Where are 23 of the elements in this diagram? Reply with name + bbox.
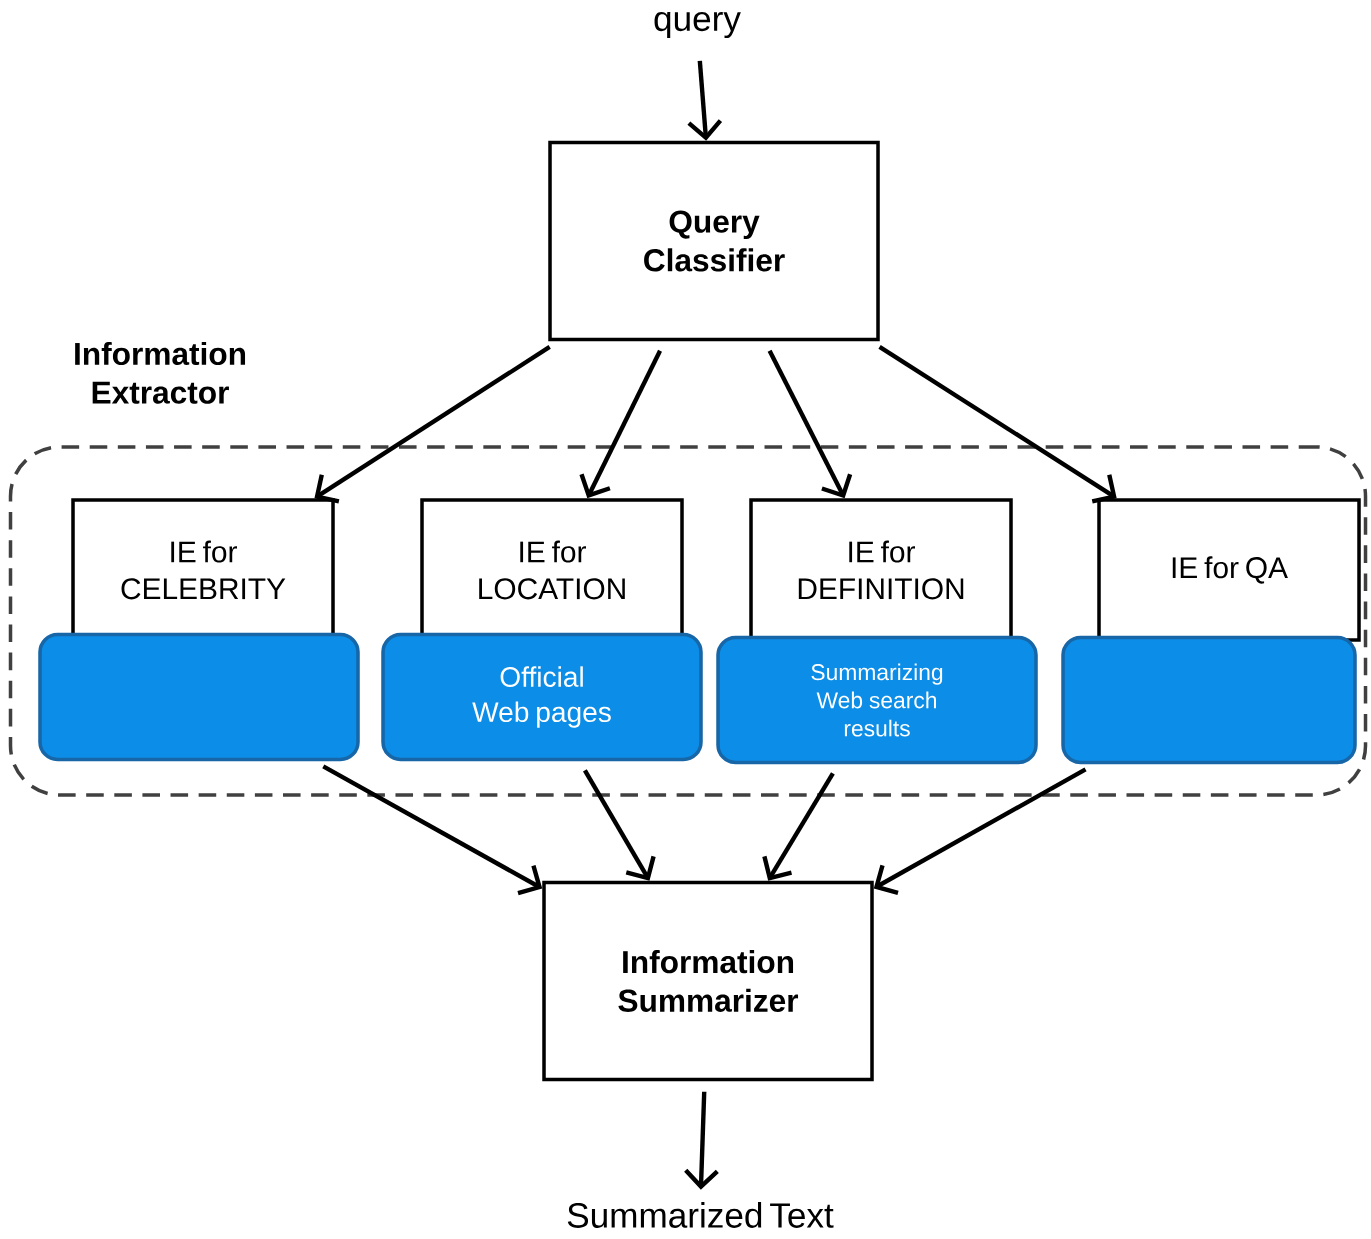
source-box: Summarizing Web search results [716,635,1038,765]
node-label: Information Extractor [75,341,246,404]
arrow [687,60,723,141]
process-box: Query Classifier [548,140,880,342]
process-box: Information Summarizer [542,880,874,1082]
process-box: IE for DEFINITION [749,498,1013,642]
arrow [579,349,662,499]
output-label: Summarized Text [567,1202,834,1228]
arrow [762,772,835,881]
arrow [314,345,551,504]
process-box: IE for CELEBRITY [71,498,335,642]
arrow [684,1091,719,1190]
arrow [767,349,853,499]
arrow [878,345,1117,504]
source-box: Official Web pages [381,632,703,762]
source-box [1061,635,1357,765]
arrow [582,769,656,881]
source-box [38,632,360,762]
arrow [873,767,1087,895]
input-label: query [654,11,741,39]
arrow [322,764,543,896]
process-box: IE for QA [1097,498,1361,642]
process-box: IE for LOCATION [420,498,684,642]
